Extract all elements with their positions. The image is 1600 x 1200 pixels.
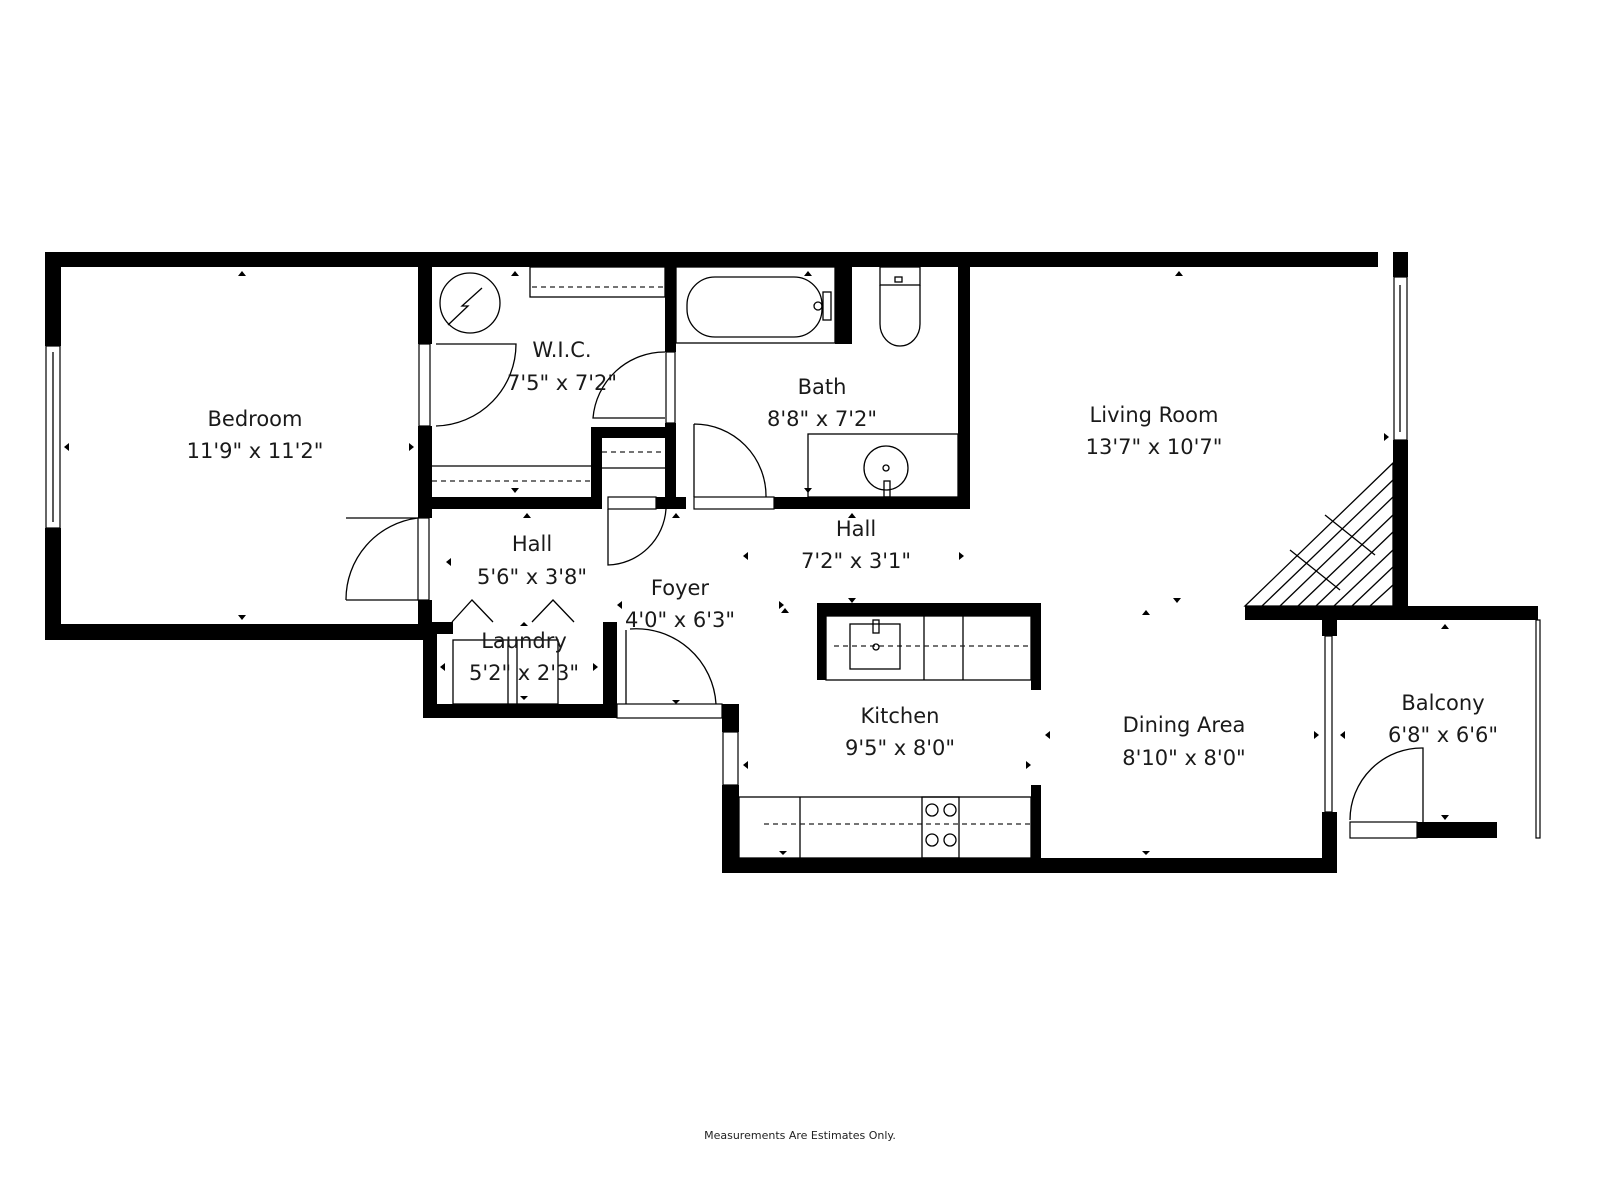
room-dimensions: 9'5" x 8'0": [845, 736, 955, 760]
walls: [45, 252, 1541, 873]
stairs-icon: [1243, 461, 1394, 607]
door-swing-icon: [345, 343, 1424, 839]
room-dimensions: 5'6" x 3'8": [477, 565, 587, 589]
room-living: Living Room 13'7" x 10'7": [1086, 403, 1223, 459]
room-dimensions: 6'8" x 6'6": [1388, 723, 1498, 747]
room-name: Laundry: [481, 629, 567, 653]
room-dimensions: 5'2" x 2'3": [469, 661, 579, 685]
room-name: Dining Area: [1123, 713, 1246, 737]
room-wic: W.I.C. 7'5" x 7'2": [507, 338, 617, 395]
room-dimensions: 8'8" x 7'2": [767, 407, 877, 431]
room-name: Living Room: [1090, 403, 1219, 427]
water-heater-icon: [439, 272, 501, 334]
room-dimensions: 4'0" x 6'3": [625, 608, 735, 632]
room-name: Bedroom: [208, 407, 303, 431]
closet-shelf-icon: [432, 266, 666, 482]
room-dining: Dining Area 8'10" x 8'0": [1122, 713, 1245, 770]
room-laundry: Laundry 5'2" x 2'3": [469, 629, 579, 685]
room-name: Kitchen: [861, 704, 940, 728]
room-balcony: Balcony 6'8" x 6'6": [1388, 691, 1498, 747]
room-name: Bath: [798, 375, 847, 399]
window-icon: [45, 276, 1408, 813]
kitchen-counter-icon: [825, 615, 1032, 681]
sink-icon: [807, 433, 959, 498]
room-name: Foyer: [651, 576, 710, 600]
bathtub-icon: [675, 266, 836, 344]
room-dimensions: 11'9" x 11'2": [187, 439, 324, 463]
toilet-icon: [879, 266, 921, 347]
stove-icon: [738, 796, 1032, 859]
room-foyer: Foyer 4'0" x 6'3": [625, 576, 735, 632]
room-name: Hall: [836, 517, 876, 541]
room-hall-left: Hall 5'6" x 3'8": [477, 532, 587, 589]
room-kitchen: Kitchen 9'5" x 8'0": [845, 704, 955, 760]
room-bedroom: Bedroom 11'9" x 11'2": [187, 407, 324, 463]
room-name: Hall: [512, 532, 552, 556]
room-hall-center: Hall 7'2" x 3'1": [801, 517, 911, 573]
room-dimensions: 13'7" x 10'7": [1086, 435, 1223, 459]
room-dimensions: 8'10" x 8'0": [1122, 746, 1245, 770]
room-name: Balcony: [1401, 691, 1484, 715]
room-dimensions: 7'5" x 7'2": [507, 371, 617, 395]
dimension-arrow-icon: [64, 271, 1449, 855]
room-dimensions: 7'2" x 3'1": [801, 549, 911, 573]
room-name: W.I.C.: [532, 338, 591, 362]
room-bath: Bath 8'8" x 7'2": [767, 375, 877, 431]
measurement-disclaimer: Measurements Are Estimates Only.: [704, 1129, 896, 1142]
washer-dryer-icon: [452, 639, 559, 705]
